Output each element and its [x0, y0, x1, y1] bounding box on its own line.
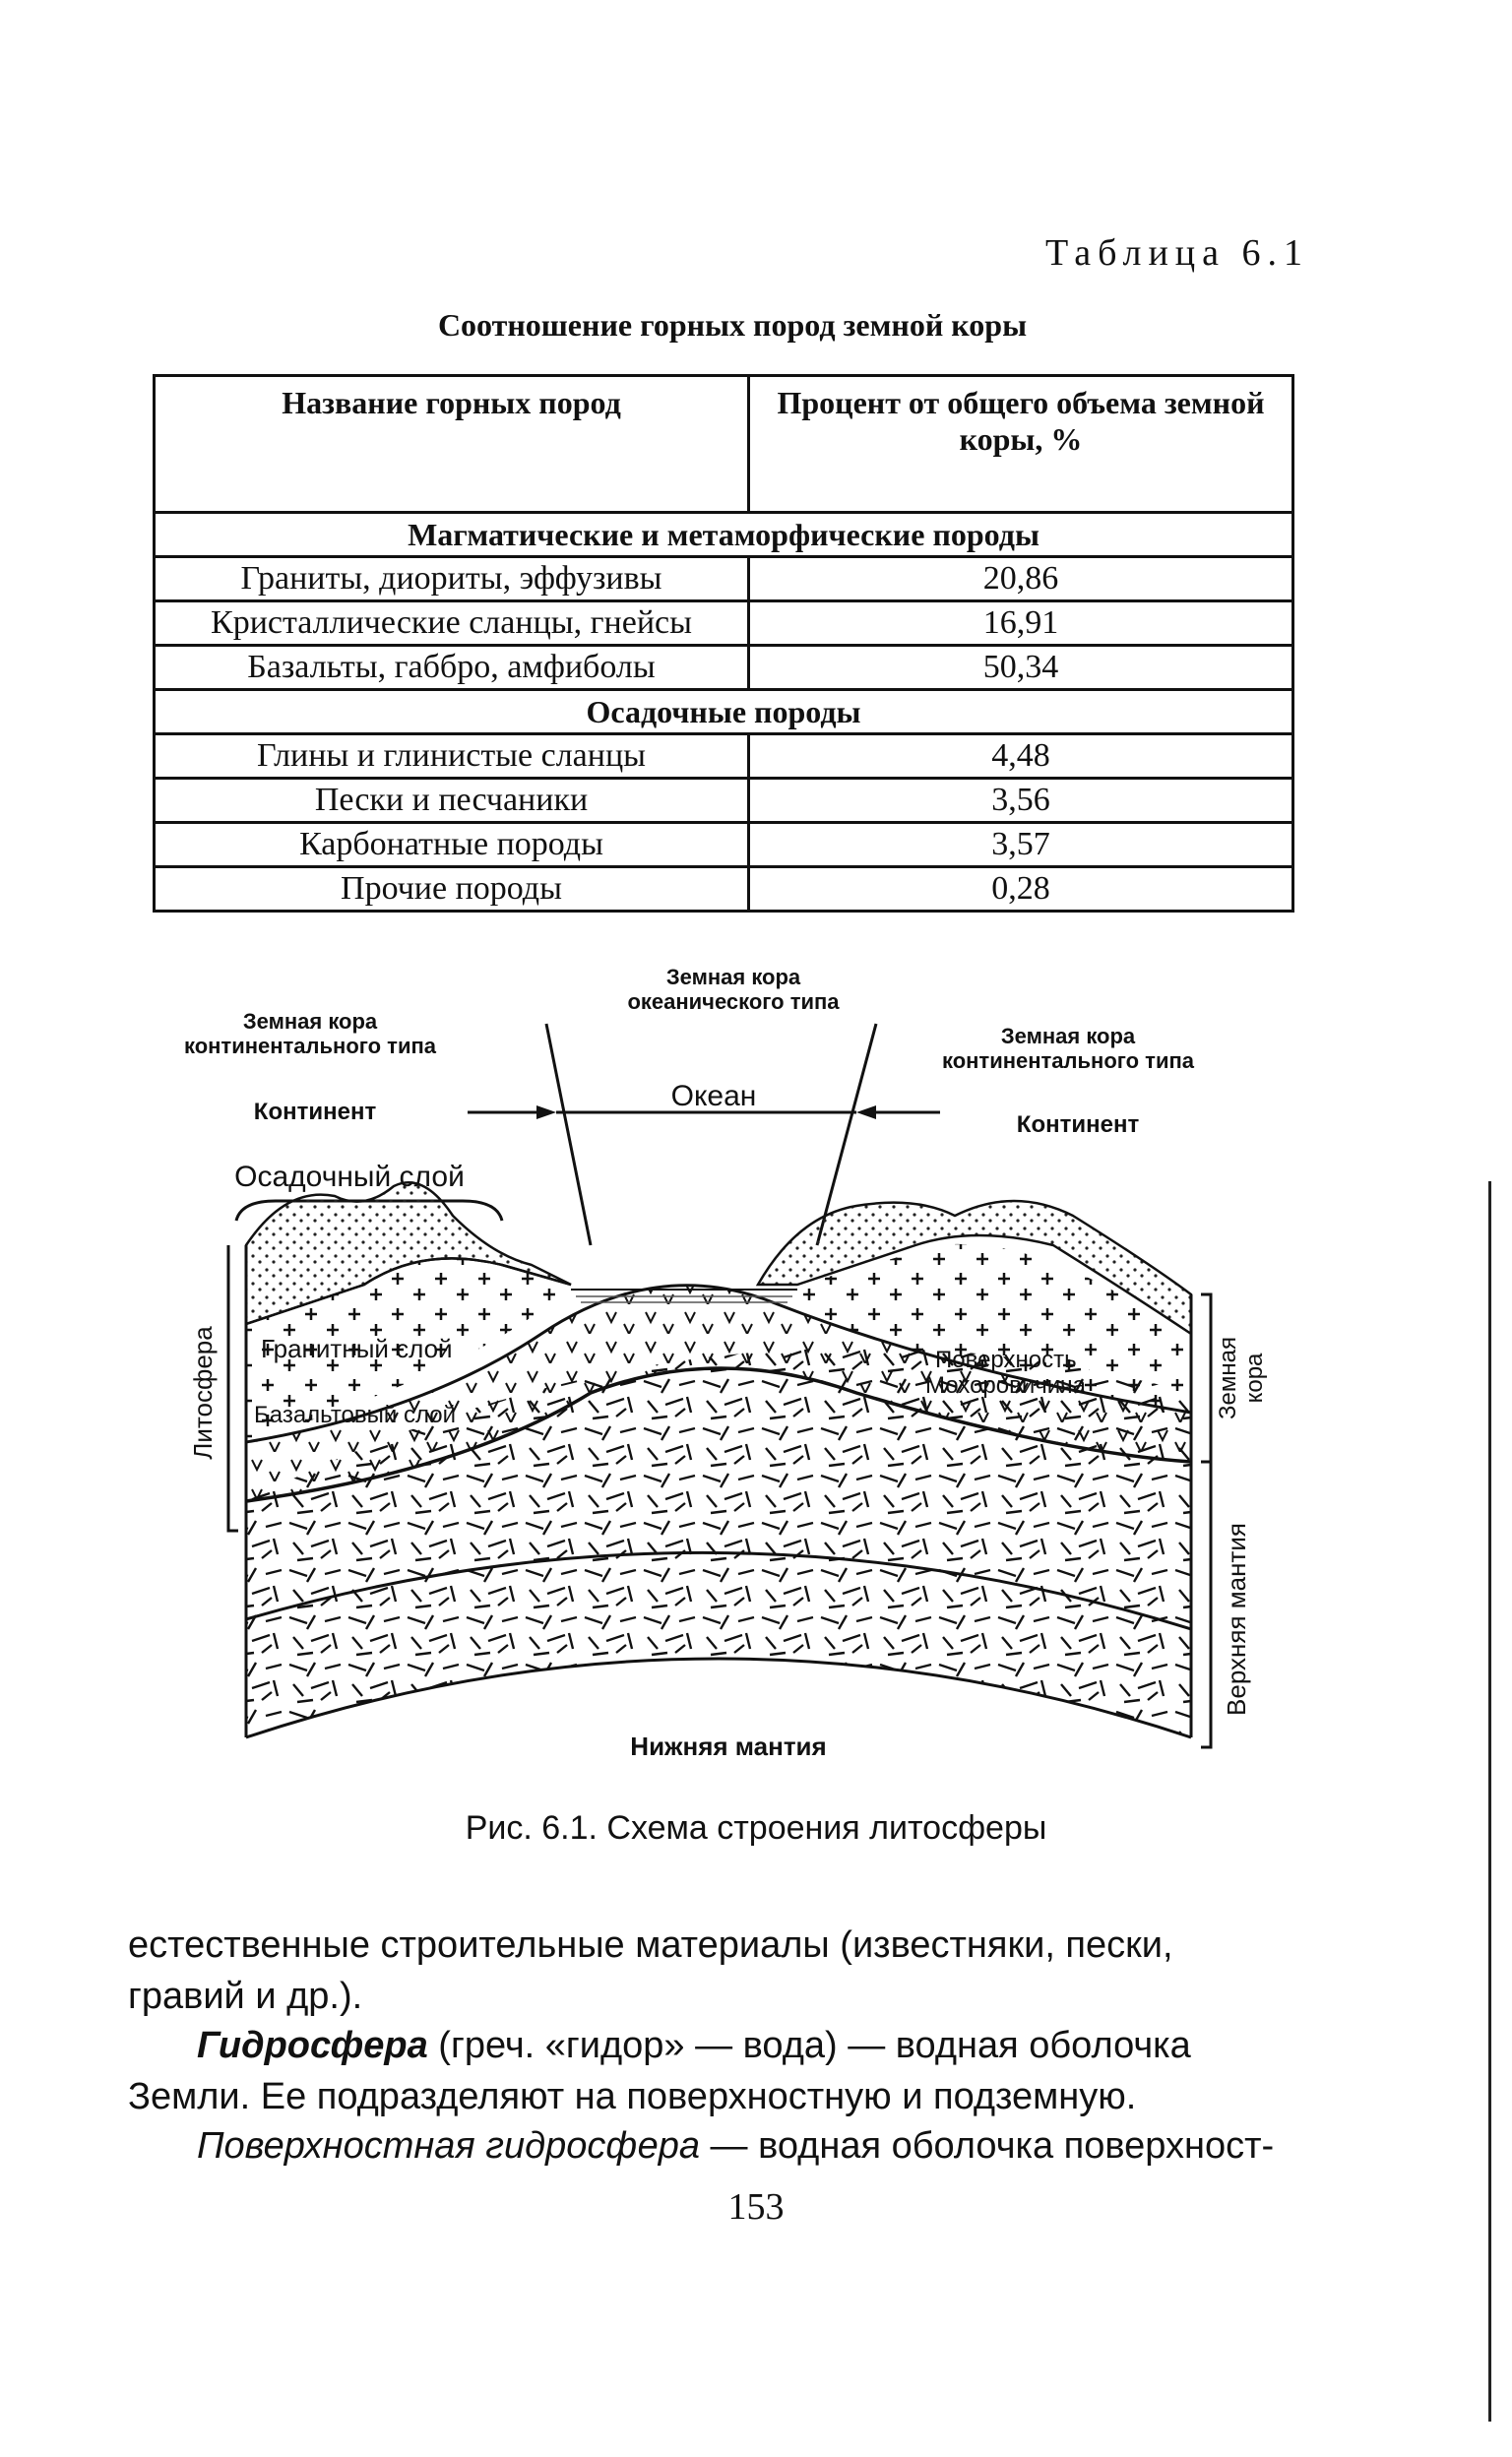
lower-mantle-label: Нижняя мантия: [630, 1732, 826, 1761]
rock-percent: 4,48: [749, 734, 1293, 779]
basalt-layer-label: Базальтовый слой: [254, 1402, 456, 1428]
paragraph-3-text: — водная оболочка поверхност-: [700, 2125, 1274, 2167]
rock-name: Базальты, габбро, амфиболы: [155, 646, 749, 690]
granite-layer-label: Гранитный слой: [261, 1334, 453, 1363]
rock-name: Карбонатные породы: [155, 823, 749, 867]
term-hydrosphere: Гидросфера: [197, 2025, 428, 2066]
term-surface-hydrosphere: Поверхностная гидросфера: [197, 2125, 700, 2167]
paragraph-3: Поверхностная гидросфера — водная оболоч…: [128, 2120, 1285, 2172]
table-group-row: Осадочные породы: [155, 690, 1293, 734]
paragraph-2: Гидросфера (греч. «гидор» — вода) — водн…: [128, 2020, 1285, 2122]
crust-label-1: Земная: [1215, 1337, 1241, 1419]
right-crust-label-1: Земная кора: [1001, 1024, 1136, 1048]
table-row: Граниты, диориты, эффузивы 20,86: [155, 557, 1293, 601]
crust-label-2: кора: [1241, 1353, 1268, 1403]
table-row: Пески и песчаники 3,56: [155, 779, 1293, 823]
rock-name: Граниты, диориты, эффузивы: [155, 557, 749, 601]
rock-percent: 3,57: [749, 823, 1293, 867]
moho-label-2: Мохоровичича: [925, 1372, 1087, 1399]
header-percent: Процент от общего объема земной коры, %: [749, 376, 1293, 513]
rock-percent: 50,34: [749, 646, 1293, 690]
upper-mantle-label: Верхняя мантия: [1222, 1523, 1251, 1716]
rock-name: Кристаллические сланцы, гнейсы: [155, 601, 749, 646]
table-row: Кристаллические сланцы, гнейсы 16,91: [155, 601, 1293, 646]
table-number-label: Таблица 6.1: [0, 231, 1309, 275]
header-rock-name: Название горных пород: [155, 376, 749, 513]
group-title-magmatic: Магматические и метаморфические породы: [155, 513, 1293, 557]
page-number: 153: [0, 2185, 1512, 2229]
table-group-row: Магматические и метаморфические породы: [155, 513, 1293, 557]
rock-name: Прочие породы: [155, 867, 749, 912]
table-caption: Соотношение горных пород земной коры: [0, 307, 1465, 344]
ocean-label: Океан: [671, 1080, 757, 1112]
rock-percent: 3,56: [749, 779, 1293, 823]
moho-label-1: Поверхность: [935, 1347, 1077, 1373]
scan-edge-line: [1488, 1181, 1491, 2422]
continent-right-label: Континент: [1017, 1111, 1140, 1138]
right-crust-label-2: континентального типа: [942, 1048, 1195, 1073]
table-row: Карбонатные породы 3,57: [155, 823, 1293, 867]
ocean-crust-label-2: океанического типа: [627, 989, 840, 1014]
figure-caption: Рис. 6.1. Схема строения литосферы: [0, 1809, 1512, 1848]
rock-name: Пески и песчаники: [155, 779, 749, 823]
rock-percent: 0,28: [749, 867, 1293, 912]
table-header-row: Название горных пород Процент от общего …: [155, 376, 1293, 513]
table-row: Глины и глинистые сланцы 4,48: [155, 734, 1293, 779]
table-row: Прочие породы 0,28: [155, 867, 1293, 912]
left-crust-label-1: Земная кора: [243, 1009, 378, 1034]
lithosphere-label: Литосфера: [188, 1326, 218, 1460]
rock-name: Глины и глинистые сланцы: [155, 734, 749, 779]
ocean-crust-label-1: Земная кора: [666, 965, 801, 989]
rock-percent: 16,91: [749, 601, 1293, 646]
rock-percent: 20,86: [749, 557, 1293, 601]
lithosphere-diagram: Земная кора океанического типа Земная ко…: [167, 950, 1290, 1777]
group-title-sedimentary: Осадочные породы: [155, 690, 1293, 734]
rock-composition-table: Название горных пород Процент от общего …: [153, 374, 1294, 913]
sediment-label: Осадочный слой: [234, 1161, 465, 1193]
table-row: Базальты, габбро, амфиболы 50,34: [155, 646, 1293, 690]
paragraph-1: естественные строительные материалы (изв…: [128, 1920, 1285, 2022]
continent-left-label: Континент: [254, 1099, 377, 1125]
left-crust-label-2: континентального типа: [184, 1034, 437, 1058]
